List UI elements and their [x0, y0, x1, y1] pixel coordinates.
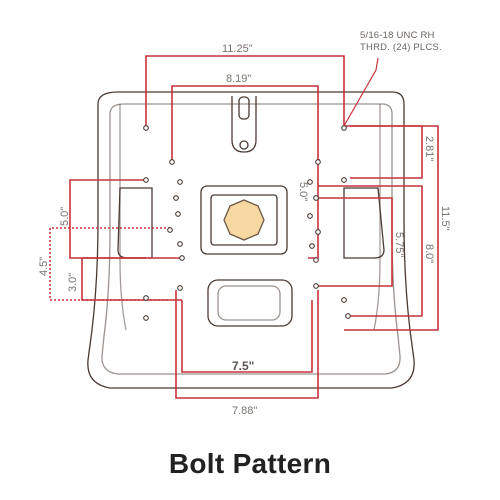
- label-right-11-5: 11.5": [439, 206, 451, 231]
- bolt-hole: [143, 125, 149, 131]
- dim-line-right-2-81: [350, 125, 423, 179]
- seat-inner-edge: [101, 103, 401, 375]
- diagram-caption: Bolt Pattern: [168, 448, 332, 479]
- bolt-hole: [177, 241, 183, 247]
- note-line-1: 5/16-18 UNC RH: [360, 30, 435, 41]
- dim-line-left-3-0: [81, 257, 182, 301]
- dim-line-8-19: [171, 85, 319, 160]
- bolt-hole: [315, 159, 321, 165]
- bolt-hole: [345, 313, 351, 319]
- bolt-hole: [341, 297, 347, 303]
- bolt-hole: [175, 211, 181, 217]
- lower-recess-inner: [217, 285, 281, 321]
- center-boss-knob: [223, 199, 265, 241]
- bolt-hole: [143, 177, 149, 183]
- label-left-4-5: 4.5": [38, 257, 50, 276]
- dimension-lines: [49, 55, 439, 399]
- center-boss-outer: [200, 185, 288, 255]
- label-right-8-0: 8.0": [423, 244, 435, 263]
- dim-line-bottom-7-5: [181, 300, 313, 373]
- bolt-hole: [143, 315, 149, 321]
- dim-line-right-5-75: [316, 197, 393, 287]
- bolt-hole: [307, 179, 313, 185]
- right-slot: [343, 187, 385, 259]
- label-top-inner: 8.19": [226, 73, 251, 85]
- seat-pan-outline: [87, 91, 415, 389]
- seat-outer-edge: [87, 91, 415, 389]
- bolt-hole: [177, 285, 183, 291]
- note-line-2: THRD. (24) PLCS.: [360, 42, 442, 53]
- dim-line-center-5-0: [308, 159, 320, 259]
- bolt-hole: [309, 243, 315, 249]
- bolt-hole: [307, 213, 313, 219]
- center-boss-inner: [210, 194, 278, 246]
- tab-hole: [239, 140, 249, 150]
- label-right-2-81: 2.81": [423, 136, 435, 161]
- bolt-hole: [177, 179, 183, 185]
- label-left-3-0: 3.0": [67, 273, 79, 292]
- tab-slot: [238, 96, 250, 120]
- bolt-hole: [169, 159, 175, 165]
- bolt-hole: [313, 195, 319, 201]
- label-top-outer: 11.25": [222, 43, 253, 55]
- bolt-hole: [313, 283, 319, 289]
- left-rear-curve: [119, 104, 127, 331]
- note-leader: [343, 57, 379, 127]
- label-center-5-0: 5.0": [297, 182, 309, 201]
- mounting-tab: [231, 96, 257, 153]
- right-rear-curve: [373, 104, 381, 331]
- dim-line-bottom-7-88: [175, 290, 319, 399]
- bolt-hole: [173, 195, 179, 201]
- bolt-hole: [167, 227, 173, 233]
- bolt-hole: [143, 295, 149, 301]
- bolt-holes: [143, 125, 351, 321]
- label-left-5-0: 5.0": [59, 207, 71, 226]
- bolt-hole: [315, 229, 321, 235]
- label-bottom-7-5: 7.5": [232, 359, 254, 373]
- left-slot: [117, 187, 153, 259]
- lower-recess: [207, 279, 293, 327]
- dim-line-left-5-0: [69, 179, 146, 259]
- bolt-hole: [313, 257, 319, 263]
- bolt-hole: [341, 177, 347, 183]
- dim-line-right-8-0: [318, 185, 423, 317]
- label-right-5-75: 5.75": [393, 232, 405, 257]
- label-bottom-7-88: 7.88": [232, 405, 257, 417]
- dim-line-11-25: [145, 55, 345, 126]
- bolt-hole: [341, 125, 347, 131]
- bolt-hole: [179, 255, 185, 261]
